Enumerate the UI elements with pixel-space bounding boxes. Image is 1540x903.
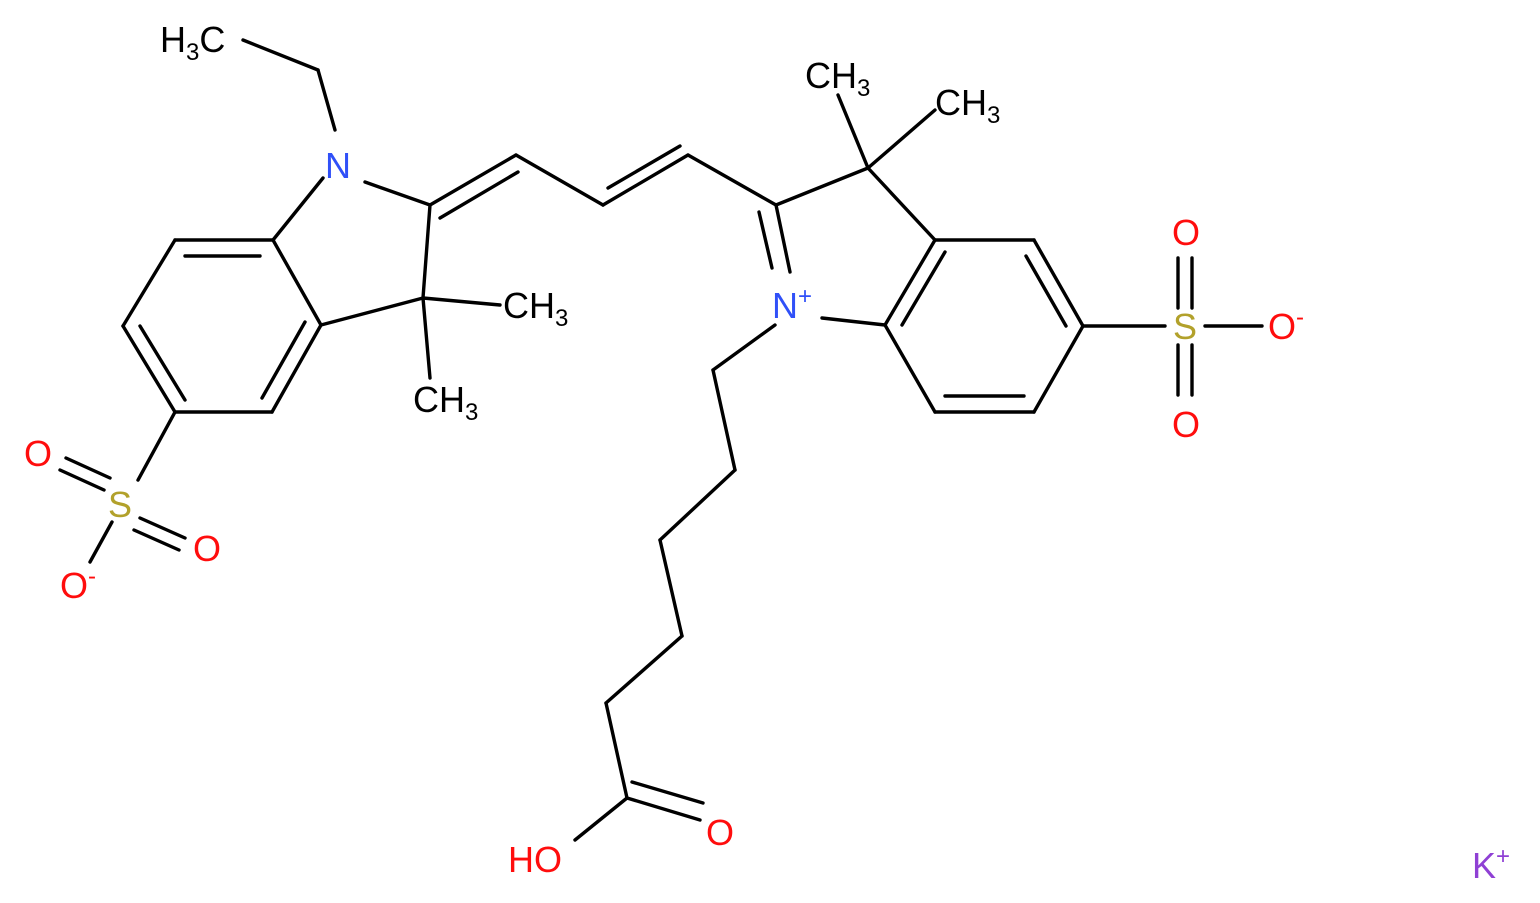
bond-layer — [58, 38, 1264, 842]
bond — [604, 634, 684, 705]
bond — [271, 238, 323, 327]
bond — [428, 153, 518, 207]
bond — [866, 108, 937, 170]
bond — [1032, 238, 1085, 328]
bond — [625, 796, 702, 822]
bond — [260, 320, 307, 400]
bond — [606, 144, 682, 190]
potassium-ion-label: K+ — [1472, 843, 1510, 886]
ethyl-methyl-label: H3C — [160, 19, 225, 66]
bond — [836, 93, 870, 170]
atom-label-layer: H3C N CH3 CH3 CH3 CH3 N+ S O — [24, 19, 1510, 886]
bond — [711, 368, 737, 472]
oxygen-label-left-2: O — [193, 528, 221, 569]
bond — [121, 324, 177, 414]
sulfur-label-right: S — [1173, 306, 1197, 347]
bond — [573, 796, 629, 842]
bond — [711, 323, 777, 372]
oxygen-anion-label-right: O- — [1268, 304, 1304, 347]
bond — [883, 238, 937, 327]
bond — [774, 203, 792, 274]
oxygen-label-right-1: O — [1172, 212, 1200, 253]
bond — [883, 323, 937, 414]
bond — [774, 166, 870, 207]
bond — [421, 296, 502, 307]
bond — [271, 176, 325, 242]
bond — [132, 528, 181, 552]
carbonyl-oxygen-label: O — [706, 812, 734, 853]
bond — [820, 316, 887, 327]
bond — [421, 203, 432, 300]
bond — [601, 153, 690, 207]
bond — [658, 468, 737, 542]
methyl-label-right-lower: CH3 — [935, 82, 1000, 129]
indolium-nitrogen-label: N+ — [772, 283, 812, 326]
hydroxyl-label: HO — [508, 839, 562, 880]
methyl-label-left-lower: CH3 — [413, 379, 478, 426]
oxygen-label-left-1: O — [24, 433, 52, 474]
bond — [514, 153, 605, 207]
sulfur-label-left: S — [108, 484, 132, 525]
bond — [1032, 324, 1085, 414]
methyl-label-left-upper: CH3 — [503, 285, 568, 332]
oxygen-label-right-2: O — [1172, 404, 1200, 445]
bond — [121, 238, 177, 328]
bond — [658, 538, 684, 638]
bond — [604, 701, 629, 800]
bond — [630, 780, 705, 805]
indoline-nitrogen-label: N — [325, 145, 351, 186]
bond — [686, 153, 778, 207]
bond — [138, 324, 187, 402]
methyl-label-right-upper: CH3 — [805, 55, 870, 102]
bond — [421, 296, 432, 380]
bond — [138, 516, 187, 540]
oxygen-anion-label-left: O- — [60, 563, 96, 606]
bond — [900, 250, 947, 327]
bond — [438, 170, 520, 220]
bond — [136, 410, 177, 482]
bond — [316, 68, 337, 132]
bond — [64, 456, 112, 480]
bond — [757, 210, 774, 270]
bond — [1024, 254, 1068, 328]
bond — [319, 296, 425, 327]
bond — [88, 520, 114, 564]
bond — [241, 38, 320, 72]
bond — [58, 468, 106, 492]
bond — [363, 180, 432, 207]
bond — [270, 323, 323, 414]
bond — [866, 166, 937, 242]
